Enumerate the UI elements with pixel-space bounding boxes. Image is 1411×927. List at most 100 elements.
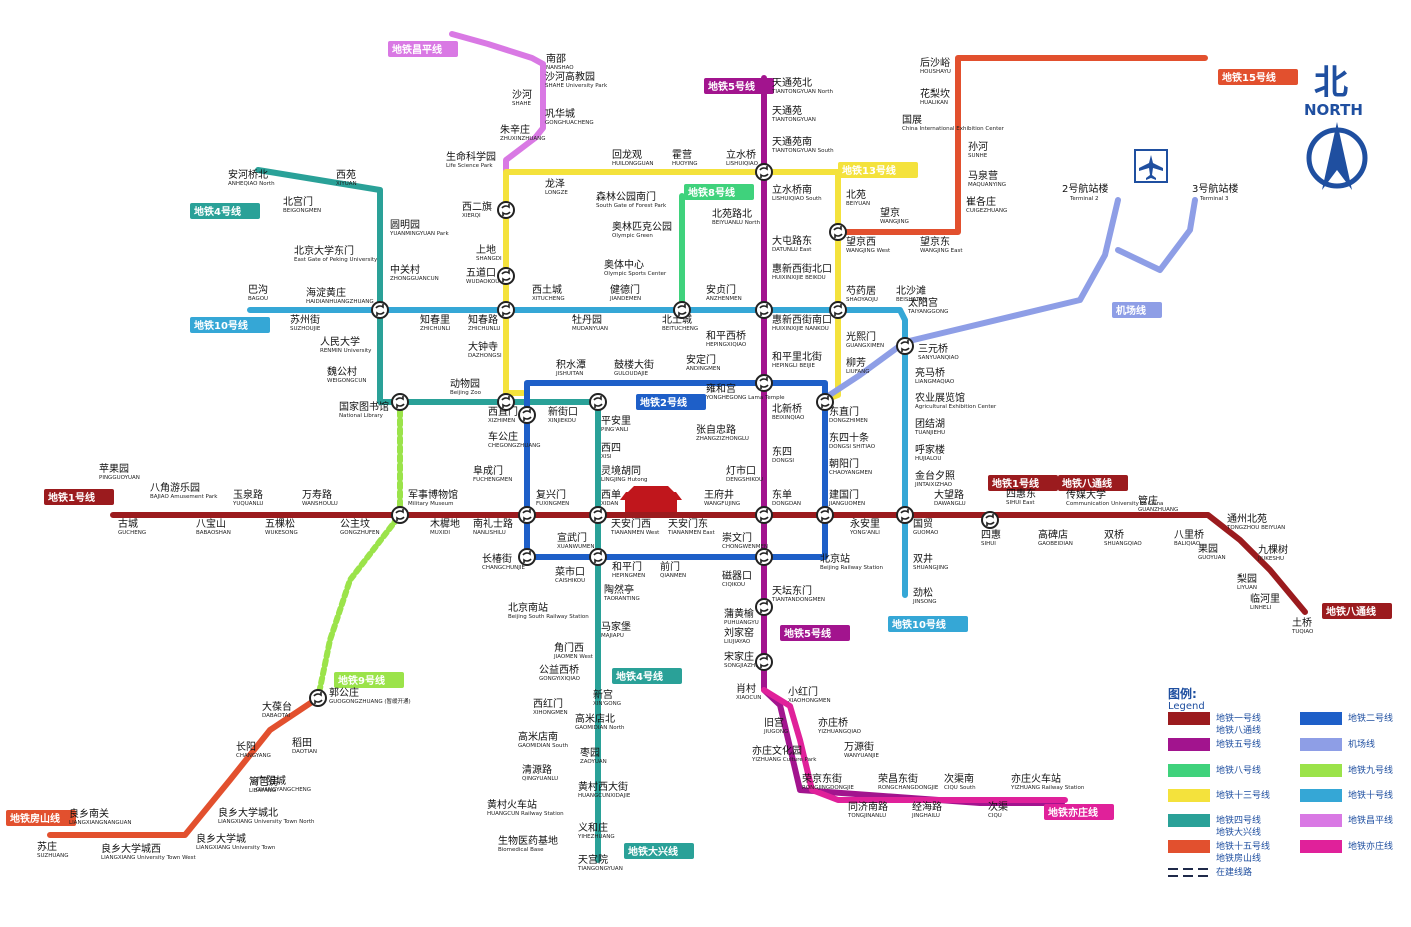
station[interactable]: 长椿街CHANGCHUNJIE (482, 552, 525, 571)
station[interactable]: 次渠南CIQU South (944, 772, 976, 791)
station[interactable]: 立水桥LISHUIQIAO (726, 148, 759, 167)
station[interactable]: 积水潭JISHUITAN (555, 359, 586, 377)
station[interactable]: 天通苑南TIANTONGYUAN South (771, 135, 834, 154)
station[interactable]: 望京西WANGJING West (846, 235, 891, 254)
station[interactable]: 奥体中心Olympic Sports Center (604, 258, 667, 277)
station[interactable]: 张自忠路ZHANGZIZHONGLU (696, 423, 749, 442)
station[interactable]: 荣京东街RONGJINGDONGJIE (802, 772, 854, 791)
station[interactable]: 海淀黄庄HAIDIANHUANGZHUANG (306, 286, 374, 305)
station[interactable]: 高米店南GAOMIDIAN South (518, 730, 569, 749)
station[interactable]: 太阳宫TAIYANGGONG (907, 296, 948, 315)
station[interactable]: 农业展览馆Agricultural Exhibition Center (915, 391, 997, 410)
station[interactable]: 四惠东SIHUI East (1006, 487, 1036, 506)
station[interactable]: 临河里LINHELI (1250, 592, 1280, 611)
station[interactable]: 安河桥北ANHEQIAO North (228, 168, 275, 187)
station[interactable]: 刘家窑LIUJIAYAO (724, 626, 754, 645)
airport-terminal-t3[interactable]: 3号航站楼Terminal 3 (1192, 182, 1238, 202)
station[interactable]: 玉泉路YUQUANLU (232, 488, 263, 507)
station[interactable]: 东四DONGSI (772, 445, 794, 464)
airport-terminal-t2[interactable]: 2号航站楼Terminal 2 (1062, 182, 1108, 202)
station[interactable]: 管庄GUANZHUANG (1138, 494, 1178, 513)
station[interactable]: 望京东WANGJING East (920, 235, 963, 254)
station[interactable]: 亮马桥LIANGMAQIAO (915, 366, 955, 385)
station[interactable]: 立水桥南LISHUIQIAO South (772, 183, 822, 202)
station[interactable]: 古城GUCHENG (118, 517, 146, 536)
station[interactable]: 五道口WUDAOKOU (466, 266, 499, 285)
station[interactable]: 宣武门XUANWUMEN (557, 531, 594, 550)
station[interactable]: 东直门DONGZHIMEN (829, 405, 868, 424)
station[interactable]: 果园GUOYUAN (1198, 543, 1226, 561)
station[interactable]: 传媒大学Communication University of China (1066, 488, 1163, 507)
station[interactable]: 王府井WANGFUJING (704, 488, 740, 507)
station[interactable]: 郭公庄GUOGONGZHUANG (暂缓开通) (329, 686, 411, 705)
station[interactable]: 阜成门FUCHENGMEN (473, 464, 512, 483)
station[interactable]: 柳芳LIUFANG (846, 356, 870, 375)
station[interactable]: 荣昌东街RONGCHANGDONGJIE (878, 772, 939, 791)
station[interactable]: 高碑店GAOBEIDIAN (1038, 528, 1073, 547)
station[interactable]: 安贞门ANZHENMEN (706, 283, 742, 302)
station[interactable]: 木樨地MUXIDI (430, 517, 460, 536)
station[interactable]: 灯市口DENGSHIKOU (726, 464, 763, 483)
station[interactable]: 旧宫JIUGONG (763, 716, 788, 735)
station[interactable]: 北京大学东门East Gate of Peking University (294, 244, 378, 263)
station[interactable]: 崇文门CHONGWENMEN (722, 531, 768, 550)
station[interactable]: 三元桥SANYUANQIAO (918, 343, 959, 361)
station[interactable]: 经海路JINGHAILU (911, 800, 942, 819)
station[interactable]: 稻田DAOTIAN (292, 737, 317, 755)
station[interactable]: 国贸GUOMAO (913, 518, 939, 536)
station[interactable]: 安定门ANDINGMEN (686, 353, 720, 372)
station[interactable]: 和平门HEPINGMEN (612, 560, 645, 579)
station[interactable]: 朝阳门CHAOYANGMEN (829, 457, 872, 476)
station[interactable]: 小红门XIAOHONGMEN (788, 685, 831, 704)
station[interactable]: 次渠CIQU (988, 800, 1008, 819)
station[interactable]: 劲松JINSONG (912, 586, 937, 605)
station[interactable]: 沙河SHAHE (512, 89, 532, 107)
station[interactable]: 西四XISI (601, 443, 621, 460)
station[interactable]: 复兴门FUXINGMEN (536, 488, 569, 507)
station[interactable]: 八里桥BALIQIAO (1174, 529, 1204, 547)
station[interactable]: 公益西桥GONGYIXIQIAO (539, 663, 581, 682)
station[interactable]: 大葆台DABAOTAI (262, 700, 292, 719)
station[interactable]: 呼家楼HUJIALOU (915, 443, 945, 462)
station[interactable]: 蒲黄榆PUHUANGYU (724, 607, 759, 626)
station[interactable]: 永安里YONG'ANLI (849, 517, 880, 536)
station[interactable]: 鼓楼大街GULOUDAJIE (614, 358, 654, 377)
station[interactable]: 和平里北街HEPINGLI BEIJIE (772, 350, 822, 369)
station[interactable]: 光熙门GUANGXIMEN (846, 330, 884, 349)
station[interactable]: 良乡大学城LIANGXIANG University Town (196, 832, 276, 851)
station[interactable]: 回龙观HUILONGGUAN (612, 148, 654, 167)
station[interactable]: 枣园ZAOYUAN (580, 747, 607, 765)
station[interactable]: 后沙峪HOUSHAYU (920, 57, 951, 75)
station[interactable]: 花梨坎HUALIKAN (920, 87, 950, 106)
station[interactable]: 梨园LIYUAN (1237, 572, 1257, 591)
station[interactable]: 知春路ZHICHUNLU (468, 313, 500, 332)
station[interactable]: 圆明园YUANMINGYUAN Park (389, 219, 449, 237)
station[interactable]: 通州北苑TONGZHOU BEIYUAN (1226, 512, 1285, 531)
station[interactable]: 望京WANGJING (880, 206, 909, 225)
station[interactable]: 国家图书馆National Library (339, 400, 389, 419)
station[interactable]: 天通苑TIANTONGYUAN (771, 104, 816, 123)
station[interactable]: 动物园Beijing Zoo (450, 377, 482, 396)
station[interactable]: 西红门XIHONGMEN (533, 697, 568, 716)
station[interactable]: 车公庄CHEGONGZHUANG (488, 430, 541, 449)
station[interactable]: 雍和宫YONGHEGONG Lama Temple (705, 382, 785, 401)
station[interactable]: 新宫XIN'GONG (593, 688, 621, 707)
station[interactable]: 金台夕照JINTAIXIZHAO (914, 469, 955, 488)
station[interactable]: 生物医药基地Biomedical Base (498, 834, 558, 853)
station[interactable]: 天安门西TIANANMEN West (610, 517, 660, 536)
station[interactable]: 万源街WANYUANJIE (844, 740, 880, 759)
station[interactable]: 孙河SUNHE (968, 140, 988, 159)
station[interactable]: 西苑XIYUAN (336, 168, 357, 187)
station[interactable]: 南邵NANSHAO (546, 52, 574, 71)
station[interactable]: 东单DONGDAN (772, 488, 801, 507)
station[interactable]: 团结湖TUANJIEHU (914, 417, 945, 436)
station[interactable]: 惠新西街南口HUIXINXIJIE NANKOU (772, 313, 832, 332)
station[interactable]: 清源路QINGYUANLU (522, 763, 558, 782)
station[interactable]: 沙河高教园SHAHE University Park (545, 70, 608, 89)
station[interactable]: 军事博物馆Military Museum (408, 488, 458, 507)
station[interactable]: 苏州街SUZHOUJIE (290, 313, 321, 332)
station[interactable]: 马泉营MAQUANYING (968, 169, 1006, 188)
station[interactable]: 北苑BEIYUAN (846, 188, 870, 207)
station[interactable]: 国展China International Exhibition Center (902, 114, 1005, 132)
station[interactable]: 亦庄火车站YIZHUANG Railway Station (1010, 772, 1085, 791)
